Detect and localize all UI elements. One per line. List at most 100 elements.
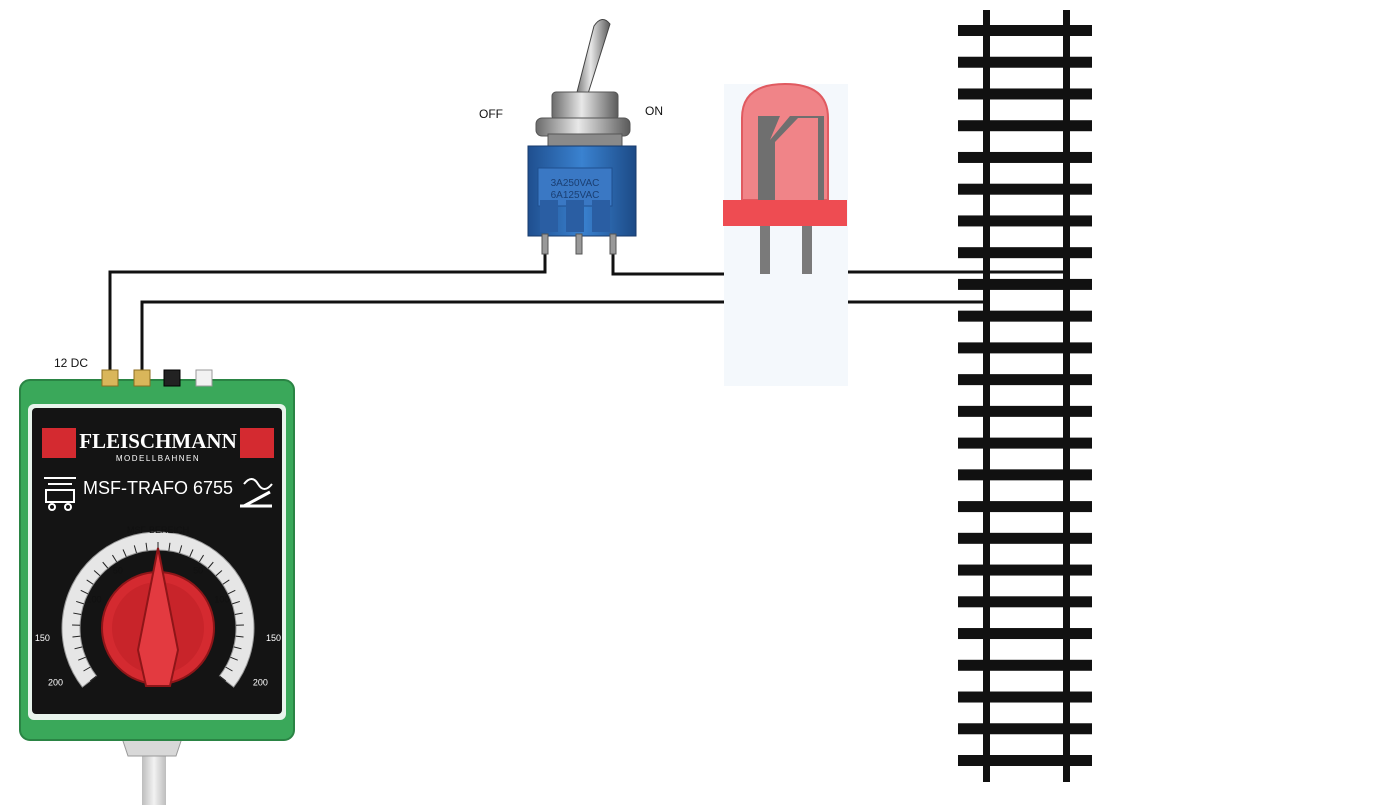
scale-tick: [74, 646, 83, 650]
track-sleeper: [958, 215, 1092, 227]
terminal-dc-1[interactable]: [101, 369, 119, 387]
indicator-right: [240, 428, 274, 458]
turnout-icon: [240, 490, 272, 508]
train-icon: [44, 477, 76, 511]
scale-tick: [93, 570, 101, 577]
scale-tick: [89, 675, 97, 682]
scale-tick: [232, 600, 240, 605]
led-flange: [723, 200, 847, 226]
brand-name: FLEISCHMANN: [79, 429, 237, 453]
rail-left: [983, 10, 990, 782]
track-sleeper: [958, 564, 1092, 576]
toggle-bushing: [551, 91, 619, 121]
scale-tick: [145, 542, 148, 551]
track-sleeper: [958, 25, 1092, 36]
led: [723, 82, 848, 386]
scale-title: MSF-BEREICH: [127, 525, 189, 535]
track-sleeper: [958, 437, 1092, 449]
track-sleeper: [958, 628, 1092, 640]
track-sleeper: [958, 56, 1092, 68]
scale-tick: [86, 579, 94, 585]
switch-rating-2: 6A125VAC: [551, 190, 600, 201]
scale-tick: [168, 542, 171, 551]
scale-tick: [222, 579, 230, 585]
scale-tick-label: 200: [48, 677, 63, 687]
scale-tick: [80, 589, 89, 595]
scale-tick: [215, 570, 223, 577]
track-sleeper: [958, 659, 1092, 671]
scale-tick-label: 100: [87, 595, 102, 605]
scale-tick: [225, 666, 233, 672]
scale-tick: [122, 549, 127, 557]
wire-negative: [140, 300, 990, 382]
track-sleeper: [958, 405, 1092, 417]
scale-tick-label: 50: [113, 566, 123, 576]
terminal-ac-1[interactable]: [163, 369, 181, 387]
toggle-lever: [574, 19, 611, 101]
scale-tick: [189, 549, 194, 557]
scale-tick-label: 100: [214, 595, 229, 605]
track-sleeper: [958, 151, 1092, 163]
switch-pin-center: [575, 233, 583, 255]
indicator-left: [42, 428, 76, 458]
switch-off-label: OFF: [479, 107, 503, 121]
scale-band: [61, 531, 255, 688]
track-sleeper: [958, 532, 1092, 544]
scale-tick: [198, 554, 204, 563]
scale-tick: [230, 656, 238, 661]
track-sleeper: [958, 247, 1092, 259]
track-sleeper: [958, 183, 1092, 195]
scale-tick: [73, 612, 82, 615]
scale-tick: [112, 554, 118, 563]
transformer[interactable]: FLEISCHMANN MODELLBAHNEN MSF-TRAFO 6755 …: [19, 369, 295, 805]
scale-tick: [72, 635, 81, 638]
terminal-dc-2[interactable]: [133, 369, 151, 387]
scale-tick: [133, 545, 137, 554]
wire-switch-to-led: [611, 252, 768, 276]
scale-tick-label: 200: [253, 677, 268, 687]
knob-pointer: [136, 547, 180, 687]
toggle-switch[interactable]: 3A250VAC 6A125VAC: [527, 19, 637, 255]
scale-tick: [102, 561, 109, 569]
brand-sub: MODELLBAHNEN: [116, 454, 200, 463]
track-sleeper: [958, 310, 1092, 322]
led-leg-left: [760, 226, 770, 274]
switch-pin-left: [541, 233, 549, 255]
scale-tick: [219, 675, 227, 682]
track-sleeper: [958, 755, 1092, 766]
dc-input-label: 12 DC: [54, 356, 88, 370]
track-sleeper: [958, 374, 1092, 386]
scale-tick: [235, 635, 244, 638]
scale-tick: [233, 646, 242, 650]
wire-positive: [108, 250, 547, 382]
track-sleeper: [958, 120, 1092, 132]
track-sleeper: [958, 88, 1092, 100]
switch-pin-right: [609, 233, 617, 255]
terminal-ac-2[interactable]: [195, 369, 213, 387]
scale-tick: [179, 545, 183, 554]
track-sleeper: [958, 723, 1092, 735]
track-sleeper: [958, 596, 1092, 608]
scale-tick: [234, 612, 243, 615]
track-sleeper: [958, 691, 1092, 703]
speed-scale: [61, 531, 255, 688]
railway-track: [958, 10, 1092, 782]
track-sleeper: [958, 278, 1092, 290]
led-leg-right: [802, 226, 812, 274]
track-sleeper: [958, 501, 1092, 513]
switch-rating-1: 3A250VAC: [551, 178, 600, 189]
scale-tick: [207, 561, 214, 569]
ac-icon: [243, 478, 273, 490]
scale-tick-label: 50: [193, 566, 203, 576]
scale-tick-label: 150: [266, 633, 281, 643]
track-sleeper: [958, 469, 1092, 481]
track-sleeper: [958, 342, 1092, 354]
scale-tick-label: 150: [35, 633, 50, 643]
rail-right: [1063, 10, 1070, 782]
scale-tick: [83, 666, 91, 672]
scale-tick: [76, 600, 84, 605]
scale-tick: [78, 656, 86, 661]
model-name: MSF-TRAFO 6755: [83, 478, 233, 498]
switch-on-label: ON: [645, 104, 663, 118]
